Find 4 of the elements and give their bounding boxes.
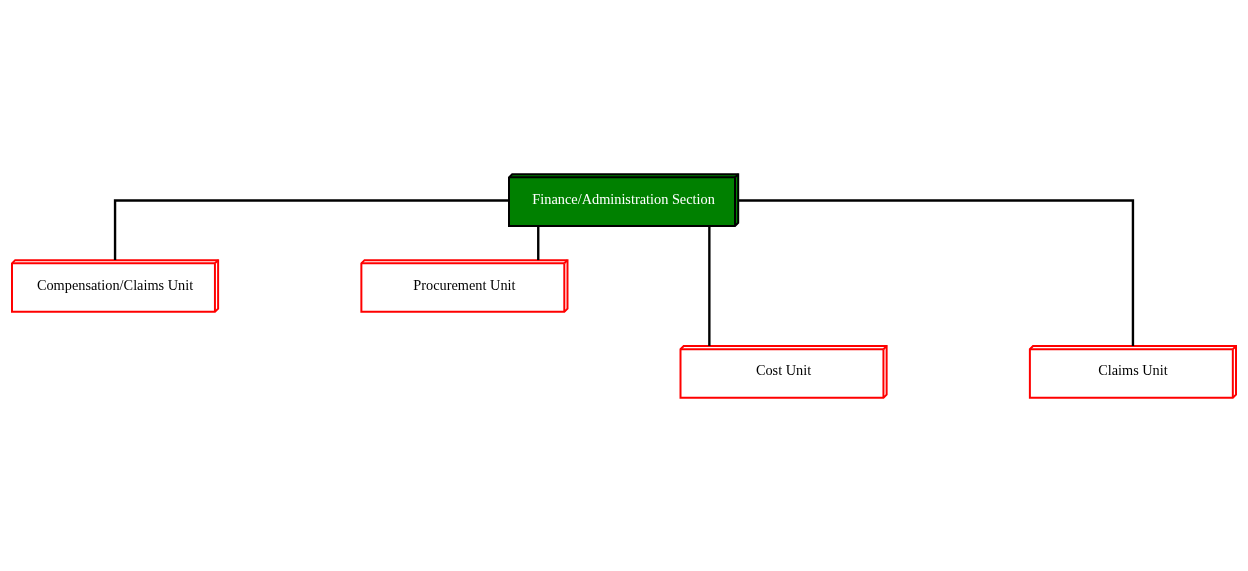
connector — [708, 225, 711, 346]
connector — [738, 198, 1135, 346]
connector — [537, 225, 540, 260]
connector — [113, 198, 509, 260]
